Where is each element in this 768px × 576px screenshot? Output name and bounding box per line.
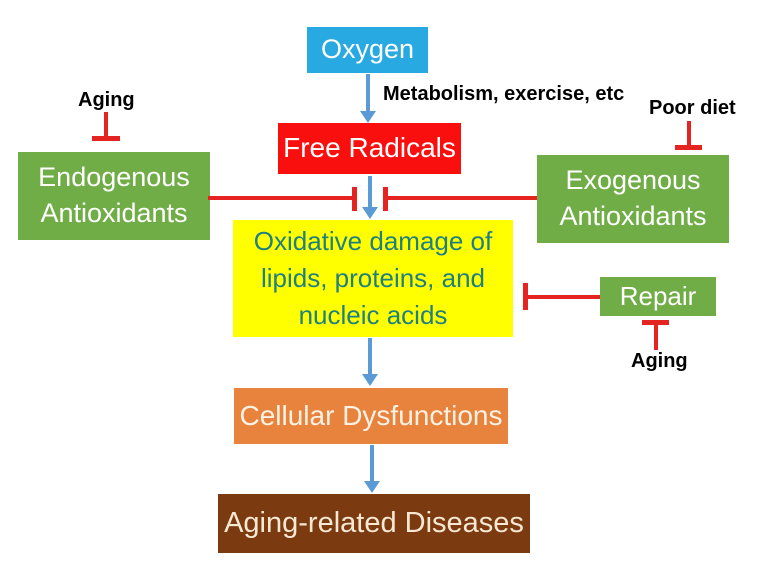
node-repair: Repair xyxy=(600,277,716,316)
inhibition-endogenous-to-pathway-line xyxy=(208,196,354,200)
inhibition-endogenous-to-pathway-cap-icon xyxy=(352,187,357,211)
node-oxidative-damage: Oxidative damage of lipids, proteins, an… xyxy=(233,220,513,337)
arrow-shaft xyxy=(368,176,372,208)
label-poor-diet: Poor diet xyxy=(649,97,736,119)
arrow-head-icon xyxy=(360,111,376,123)
node-aging-related-diseases: Aging-related Diseases xyxy=(218,494,530,553)
arrow-shaft xyxy=(370,445,374,482)
arrow-oxygen-to-free-radicals xyxy=(360,74,376,123)
arrow-head-icon xyxy=(362,207,378,219)
inhibition-aging-to-endogenous-cap-icon xyxy=(92,136,120,141)
inhibition-aging-to-endogenous-line xyxy=(104,112,108,138)
node-cellular-dysfunctions: Cellular Dysfunctions xyxy=(234,388,508,444)
arrow-oxidative-damage-to-cellular-dysfunctions xyxy=(362,338,378,386)
arrow-head-icon xyxy=(362,374,378,386)
label-aging-bottom-right: Aging xyxy=(631,350,688,372)
inhibition-aging-to-repair-cap-icon xyxy=(642,320,669,325)
inhibition-repair-to-oxidative-damage-cap-icon xyxy=(523,283,528,310)
arrow-cellular-dysfunctions-to-aging-diseases xyxy=(364,445,380,493)
arrow-shaft xyxy=(366,74,370,112)
inhibition-aging-to-repair-line xyxy=(654,322,658,350)
node-endogenous-antioxidants: Endogenous Antioxidants xyxy=(18,152,210,240)
arrow-shaft xyxy=(368,338,372,375)
node-free-radicals: Free Radicals xyxy=(278,123,461,174)
inhibition-poor-diet-to-exogenous-cap-icon xyxy=(675,145,702,150)
inhibition-repair-to-oxidative-damage-line xyxy=(528,295,600,299)
label-aging-top-left: Aging xyxy=(78,89,135,111)
arrow-head-icon xyxy=(364,481,380,493)
inhibition-poor-diet-to-exogenous-line xyxy=(687,121,691,147)
inhibition-exogenous-to-pathway-cap-icon xyxy=(383,187,388,211)
label-metabolism-exercise: Metabolism, exercise, etc xyxy=(383,83,625,105)
arrow-free-radicals-to-oxidative-damage xyxy=(362,176,378,219)
inhibition-exogenous-to-pathway-line xyxy=(388,196,537,200)
node-oxygen: Oxygen xyxy=(307,27,428,73)
node-exogenous-antioxidants: Exogenous Antioxidants xyxy=(537,155,729,243)
